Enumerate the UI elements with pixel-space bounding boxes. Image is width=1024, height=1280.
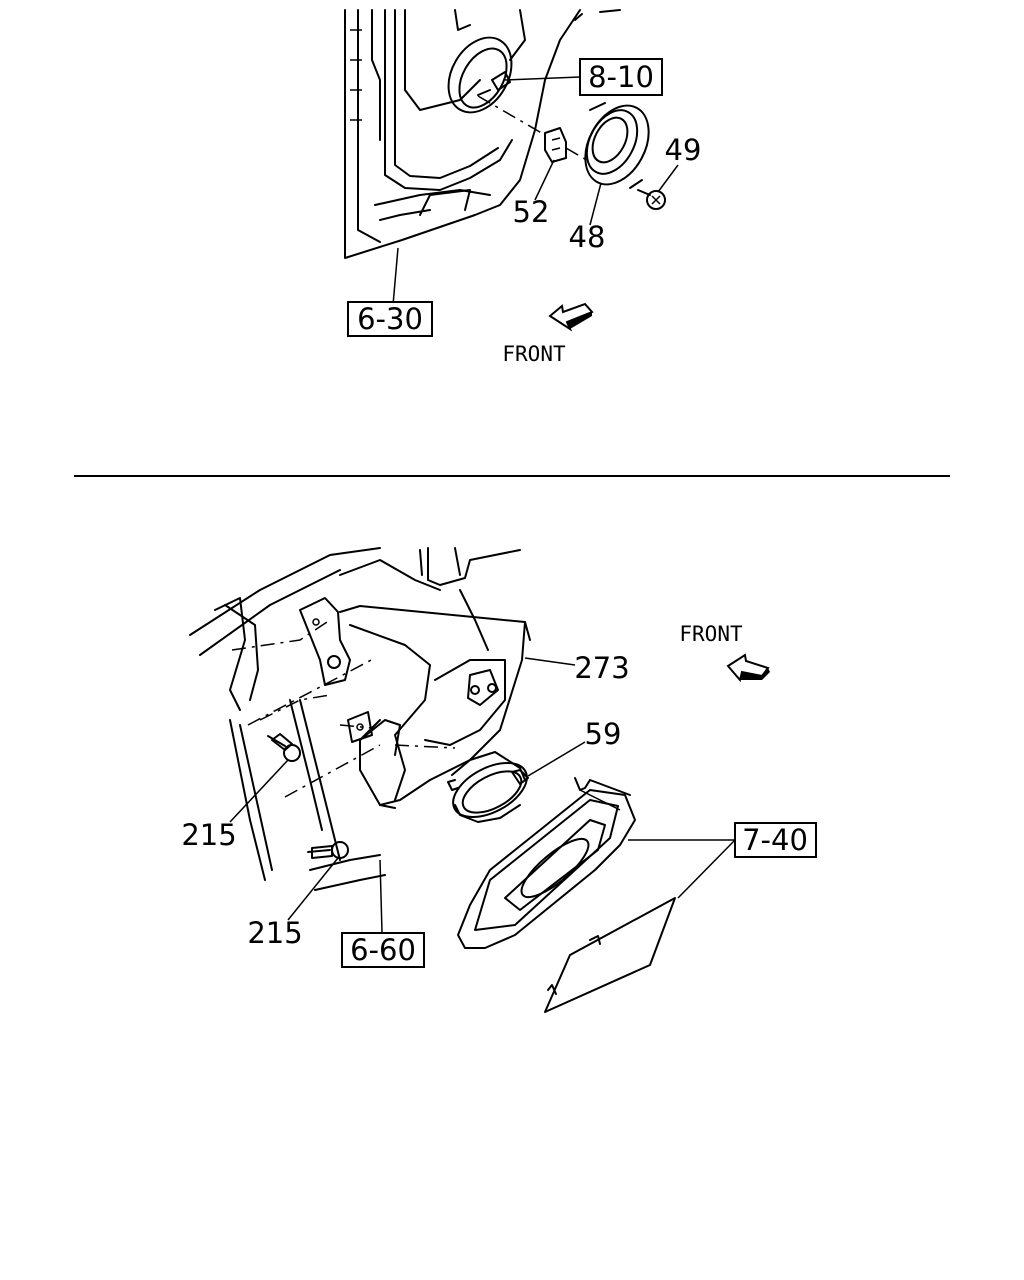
callout-215-b: 215 (247, 916, 302, 950)
callout-6-60: 6-60 (350, 933, 416, 967)
leader-215-b (287, 857, 339, 921)
callout-49: 49 (665, 133, 702, 167)
speaker-clip-52 (544, 127, 567, 163)
front-label-bottom: FRONT (679, 622, 743, 646)
callout-215-a: 215 (181, 818, 236, 852)
callout-box-8-10 (579, 58, 663, 96)
callout-box-7-40 (734, 822, 817, 858)
door-panel-drawing (344, 9, 621, 259)
leader-6-30 (392, 247, 399, 306)
assembly-line-bottom-1 (247, 657, 376, 726)
front-arrow-top-shade (567, 312, 592, 329)
speaker-59 (447, 751, 529, 823)
assembly-line-bottom-4 (339, 724, 373, 729)
leader-52 (534, 159, 555, 201)
callout-7-40: 7-40 (742, 823, 808, 857)
speaker-bracket-273 (299, 597, 531, 809)
leader-49 (657, 164, 679, 193)
leader-6-60 (379, 859, 383, 933)
front-label-top: FRONT (502, 342, 566, 366)
top-panel: 8-10 6-30 49 52 48 FRONT (344, 9, 702, 366)
assembly-line-bottom-3 (394, 744, 456, 749)
assembly-line-bottom-2 (284, 744, 381, 798)
leader-273 (524, 657, 576, 666)
speaker-grille-7-40 (457, 777, 636, 949)
assembly-line-top-1 (477, 95, 546, 136)
leader-215-a (229, 759, 289, 823)
callout-52: 52 (513, 195, 550, 229)
callout-6-30: 6-30 (357, 302, 423, 336)
assembly-line-top-2 (565, 147, 591, 163)
bottom-panel: 273 59 7-40 215 215 6-60 FRONT (181, 547, 817, 1013)
bolt-215-b (307, 841, 349, 859)
callout-8-10: 8-10 (588, 60, 654, 94)
callout-box-6-30 (347, 301, 433, 337)
screw-49 (637, 189, 666, 210)
front-arrow-top (548, 302, 594, 332)
bolt-215-a (267, 733, 301, 762)
speaker-opening (447, 36, 513, 114)
callout-59: 59 (585, 717, 622, 751)
front-arrow-bottom-shade (740, 668, 770, 680)
callout-box-6-60 (341, 932, 425, 968)
callout-273: 273 (574, 651, 629, 685)
leader-48 (589, 182, 602, 226)
leader-59 (527, 741, 586, 777)
grille-panel (544, 897, 676, 1013)
leader-8-10 (504, 76, 581, 81)
body-panel-drawing (189, 547, 521, 891)
leader-7-40-b (677, 839, 736, 899)
callout-48: 48 (569, 220, 606, 254)
speaker-48 (584, 102, 650, 189)
